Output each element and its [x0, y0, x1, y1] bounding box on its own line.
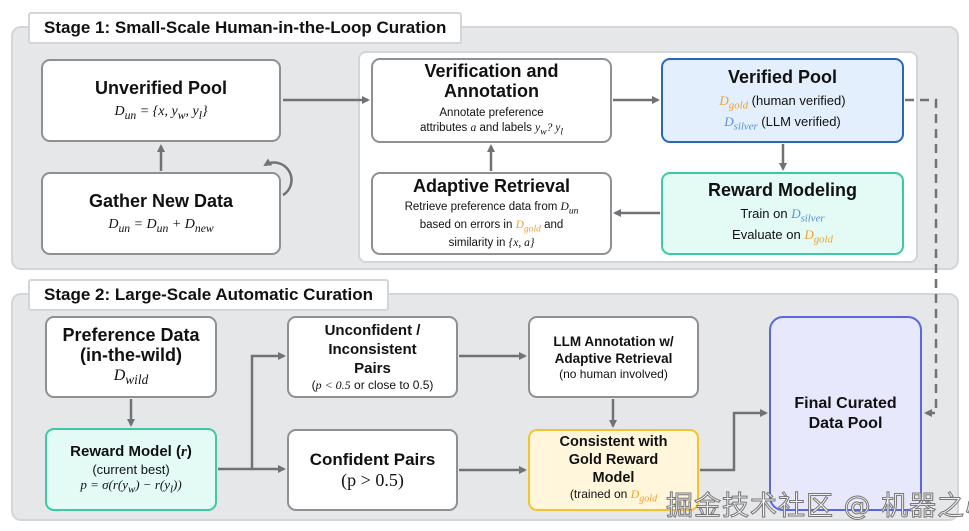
- verification-title-line1: Verification and: [424, 61, 559, 82]
- verified-pool-title: Verified Pool: [727, 66, 838, 87]
- preference-data-box: Preference Data (in-the-wild) Dwild: [45, 316, 217, 398]
- preference-data-title-line2: (in-the-wild): [80, 345, 182, 366]
- gather-new-data-formula: Dun = Dun + Dnew: [108, 217, 214, 235]
- verification-desc-line2: attributes a and labels yw? yl: [420, 122, 563, 138]
- confident-pairs-box: Confident Pairs (p > 0.5): [287, 429, 458, 511]
- consistent-subtitle: (trained on Dgold: [569, 487, 658, 505]
- verified-pool-box: Verified Pool Dgold (human verified) Dsi…: [661, 58, 904, 143]
- unverified-pool-formula: Dun = {x, yw, yl}: [114, 104, 208, 122]
- stage2-title: Stage 2: Large-Scale Automatic Curation: [28, 279, 390, 311]
- unverified-pool-box: Unverified Pool Dun = {x, yw, yl}: [41, 59, 281, 142]
- reward-model-box: Reward Model (r) (current best) p = σ(r(…: [45, 428, 217, 511]
- confident-pairs-title: Confident Pairs: [309, 449, 436, 469]
- adaptive-retrieval-line1: Retrieve preference data from Dun: [404, 200, 579, 216]
- verification-title-line2: Annotation: [444, 81, 539, 102]
- llm-annotation-subtitle: (no human involved): [559, 366, 668, 381]
- verified-pool-silver-line: Dsilver (LLM verified): [724, 113, 841, 133]
- final-pool-title-line1: Final Curated: [794, 394, 897, 412]
- adaptive-retrieval-line3: similarity in {x, a}: [448, 237, 535, 250]
- adaptive-retrieval-line2: based on errors in Dgold and: [419, 219, 564, 235]
- unconfident-title-line3: Pairs: [354, 360, 391, 377]
- reward-modeling-title: Reward Modeling: [707, 179, 857, 200]
- adaptive-retrieval-title: Adaptive Retrieval: [412, 175, 571, 196]
- reward-model-formula: p = σ(r(yw) − r(yl)): [80, 476, 182, 496]
- llm-annotation-title-line2: Adaptive Retrieval: [554, 350, 673, 366]
- consistent-title-line3: Model: [592, 470, 635, 487]
- reward-modeling-box: Reward Modeling Train on Dsilver Evaluat…: [661, 172, 904, 255]
- llm-annotation-title-line1: LLM Annotation w/: [553, 333, 674, 349]
- verification-annotation-box: Verification and Annotation Annotate pre…: [371, 58, 612, 143]
- consistent-title-line1: Consistent with: [559, 434, 668, 451]
- watermark: 掘金技术社区 @ 机器之心: [665, 491, 969, 523]
- reward-modeling-eval: Evaluate on Dgold: [732, 226, 833, 246]
- consistent-gold-box: Consistent with Gold Reward Model (train…: [528, 429, 699, 511]
- gather-new-data-box: Gather New Data Dun = Dun + Dnew: [41, 172, 281, 255]
- adaptive-retrieval-box: Adaptive Retrieval Retrieve preference d…: [371, 172, 612, 255]
- preference-data-title-line1: Preference Data: [62, 325, 200, 346]
- unconfident-pairs-box: Unconfident / Inconsistent Pairs (p < 0.…: [287, 316, 458, 398]
- unverified-pool-title: Unverified Pool: [94, 78, 228, 99]
- reward-modeling-train: Train on Dsilver: [740, 205, 825, 225]
- confident-pairs-condition: (p > 0.5): [341, 469, 404, 490]
- final-curated-pool-box: Final Curated Data Pool: [769, 316, 922, 511]
- llm-annotation-box: LLM Annotation w/ Adaptive Retrieval (no…: [528, 316, 699, 398]
- unconfident-title-line2: Inconsistent: [328, 341, 417, 358]
- unconfident-title-line1: Unconfident /: [324, 322, 421, 339]
- consistent-title-line2: Gold Reward: [568, 452, 659, 469]
- reward-model-title: Reward Model (r): [70, 442, 192, 460]
- stage1-title: Stage 1: Small-Scale Human-in-the-Loop C…: [28, 12, 463, 44]
- verification-desc-line1: Annotate preference: [439, 107, 544, 120]
- final-pool-title-line2: Data Pool: [808, 414, 883, 432]
- reward-model-subtitle: (current best): [92, 461, 170, 477]
- unconfident-condition: (p < 0.5 or close to 0.5): [311, 378, 434, 392]
- verified-pool-gold-line: Dgold (human verified): [719, 92, 846, 112]
- preference-data-var: Dwild: [113, 367, 149, 388]
- gather-new-data-title: Gather New Data: [88, 191, 234, 212]
